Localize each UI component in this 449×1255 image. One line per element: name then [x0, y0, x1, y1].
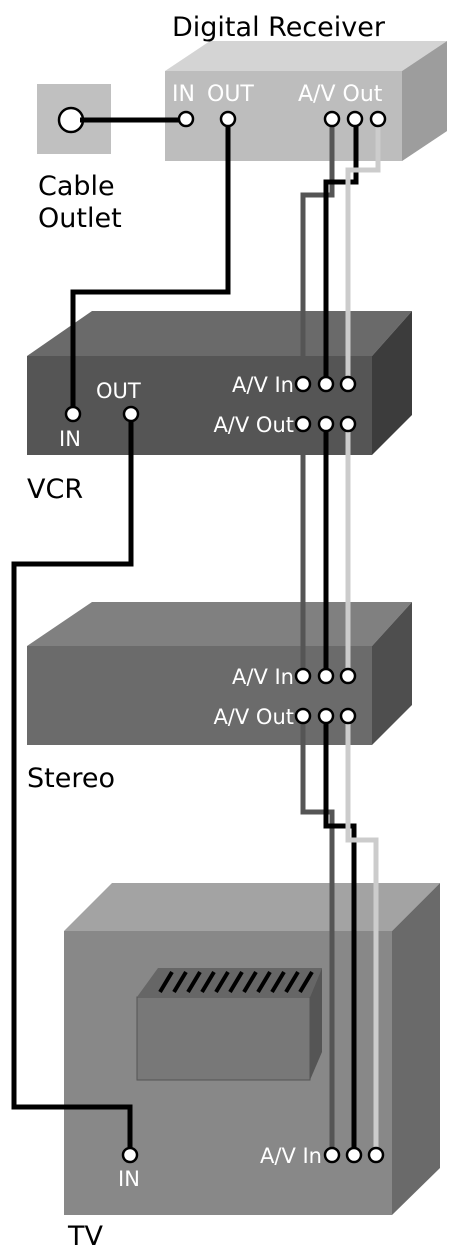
tv-av-in-jack-2 — [345, 1146, 363, 1164]
jacks — [64, 110, 387, 1164]
cable-av-dark-3 — [300, 714, 335, 1155]
vcr-out-jack — [122, 405, 140, 423]
stereo-av-out-label: A/V Out — [213, 705, 294, 729]
vcr-av-in-label: A/V In — [232, 373, 294, 397]
cable-receiver-to-vcr — [70, 120, 231, 412]
receiver-av-out-jack-1 — [323, 110, 341, 128]
cable-vcr-to-tv — [11, 418, 134, 1152]
outlet-jack — [57, 106, 85, 134]
receiver-in-label: IN — [172, 82, 195, 107]
tv-vent — [136, 968, 322, 1081]
cable-av-light-1 — [345, 120, 381, 384]
cables — [11, 117, 381, 1155]
vcr-box — [27, 311, 412, 455]
vcr-av-in-jack-2 — [317, 375, 335, 393]
receiver-av-out-jack-3 — [369, 110, 387, 128]
stereo-av-in-jack-2 — [317, 667, 335, 685]
receiver-av-out-jack-2 — [346, 110, 364, 128]
stereo-av-in-label: A/V In — [232, 665, 294, 689]
stereo-name: Stereo — [27, 763, 115, 794]
tv-in-jack — [121, 1146, 139, 1164]
stereo-av-in-jack-1 — [294, 667, 312, 685]
vcr-out-label: OUT — [96, 379, 141, 403]
outlet-label-line2: Outlet — [38, 203, 122, 234]
outlet-label-line1: Cable — [38, 171, 115, 202]
receiver-av-out-label: A/V Out — [298, 82, 383, 107]
stereo-av-in-jack-3 — [339, 667, 357, 685]
vcr-av-out-jack-3 — [339, 415, 357, 433]
stereo-box — [27, 602, 412, 745]
cable-av-dark-1 — [300, 120, 335, 384]
vcr-av-out-label: A/V Out — [213, 413, 294, 437]
vcr-in-label: IN — [59, 427, 81, 451]
receiver-out-jack — [219, 110, 237, 128]
vcr-name: VCR — [27, 474, 83, 505]
receiver-out-label: OUT — [207, 82, 254, 107]
tv-in-label: IN — [118, 1167, 140, 1191]
cable-av-black-3 — [323, 714, 357, 1155]
digital-receiver — [165, 41, 447, 161]
receiver-in-jack — [177, 110, 195, 128]
stereo-av-out-jack-2 — [317, 707, 335, 725]
tv-av-in-label: A/V In — [260, 1144, 322, 1168]
vcr-av-in-jack-3 — [339, 375, 357, 393]
vcr-av-in-jack-1 — [294, 375, 312, 393]
stereo-av-out-jack-3 — [339, 707, 357, 725]
vcr-av-out-jack-2 — [317, 415, 335, 433]
tv-box — [64, 883, 440, 1215]
cable-av-black-1 — [323, 120, 359, 384]
tv-av-in-jack-1 — [323, 1146, 341, 1164]
receiver-title: Digital Receiver — [172, 12, 386, 43]
stereo-av-out-jack-1 — [294, 707, 312, 725]
tv-name: TV — [67, 1221, 103, 1252]
vcr-av-out-jack-1 — [294, 415, 312, 433]
cable-av-light-3 — [345, 714, 379, 1155]
vcr-in-jack — [64, 405, 82, 423]
tv-av-in-jack-3 — [367, 1146, 385, 1164]
